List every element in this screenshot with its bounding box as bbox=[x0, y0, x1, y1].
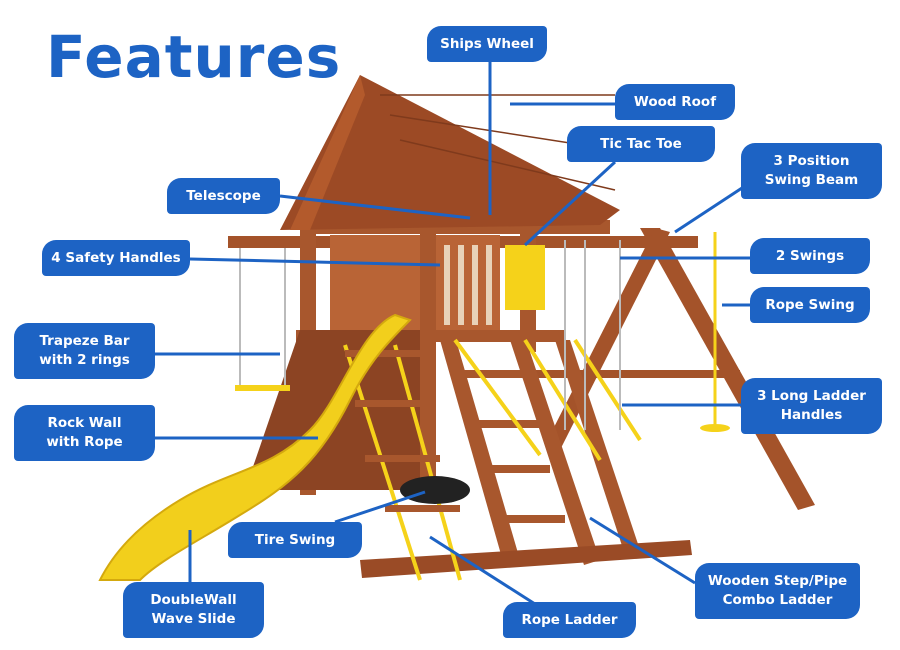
label-text-line1: Rock Wall bbox=[47, 415, 122, 431]
label-rope-swing: Rope Swing bbox=[750, 287, 870, 323]
label-two-swings: 2 Swings bbox=[750, 238, 870, 274]
label-text: 2 Swings bbox=[775, 247, 845, 264]
label-text-line1: 3 Position bbox=[773, 153, 850, 169]
label-text-line2: Combo Ladder bbox=[722, 592, 833, 608]
label-text-line2: with 2 rings bbox=[39, 352, 130, 368]
label-text-line1: 3 Long Ladder bbox=[757, 388, 866, 404]
label-text: Tire Swing bbox=[254, 531, 336, 548]
label-text-line1: Trapeze Bar bbox=[39, 333, 130, 349]
label-rock-wall: Rock Wall with Rope bbox=[14, 405, 155, 461]
page-title: Features bbox=[46, 23, 342, 91]
label-ships-wheel: Ships Wheel bbox=[427, 26, 547, 62]
label-text-line2: Handles bbox=[780, 407, 843, 423]
label-rope-ladder: Rope Ladder bbox=[503, 602, 636, 638]
label-text-line2: with Rope bbox=[46, 434, 123, 450]
label-text-line2: Wave Slide bbox=[151, 611, 236, 627]
label-text: Wood Roof bbox=[633, 93, 717, 110]
label-telescope: Telescope bbox=[167, 178, 280, 214]
label-wood-roof: Wood Roof bbox=[615, 84, 735, 120]
label-tire-swing: Tire Swing bbox=[228, 522, 362, 558]
label-text-line2: Swing Beam bbox=[764, 172, 859, 188]
label-text: 4 Safety Handles bbox=[51, 249, 181, 266]
label-safety-handles: 4 Safety Handles bbox=[42, 240, 190, 276]
label-text: Tic Tac Toe bbox=[600, 135, 682, 152]
label-tic-tac-toe: Tic Tac Toe bbox=[567, 126, 715, 162]
label-text-line1: Wooden Step/Pipe bbox=[707, 573, 848, 589]
label-text: Rope Swing bbox=[765, 296, 855, 313]
label-text: Ships Wheel bbox=[440, 35, 534, 52]
label-trapeze-bar: Trapeze Bar with 2 rings bbox=[14, 323, 155, 379]
label-text-line1: DoubleWall bbox=[150, 592, 237, 608]
label-text: Telescope bbox=[186, 187, 261, 204]
label-text: Rope Ladder bbox=[521, 611, 618, 628]
